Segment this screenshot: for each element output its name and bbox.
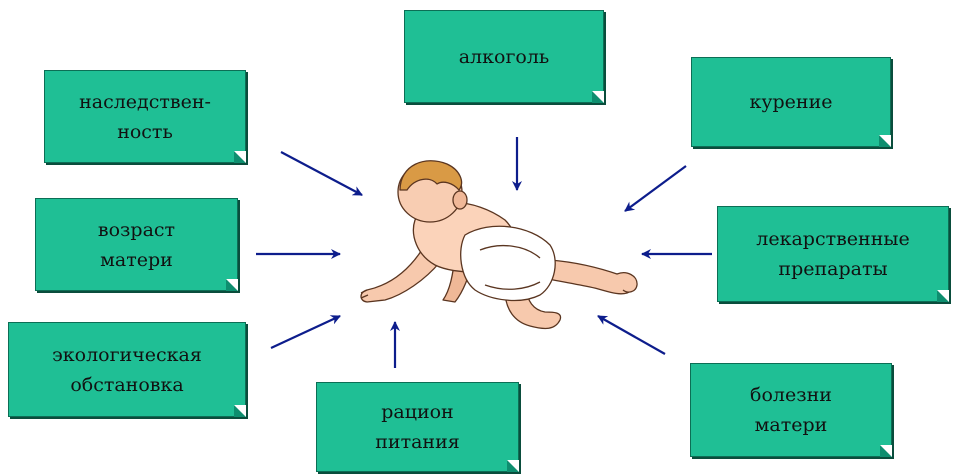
arrow-ecology [271, 316, 340, 348]
crawling-baby-icon [355, 150, 645, 345]
arrow-heredity [281, 152, 362, 195]
